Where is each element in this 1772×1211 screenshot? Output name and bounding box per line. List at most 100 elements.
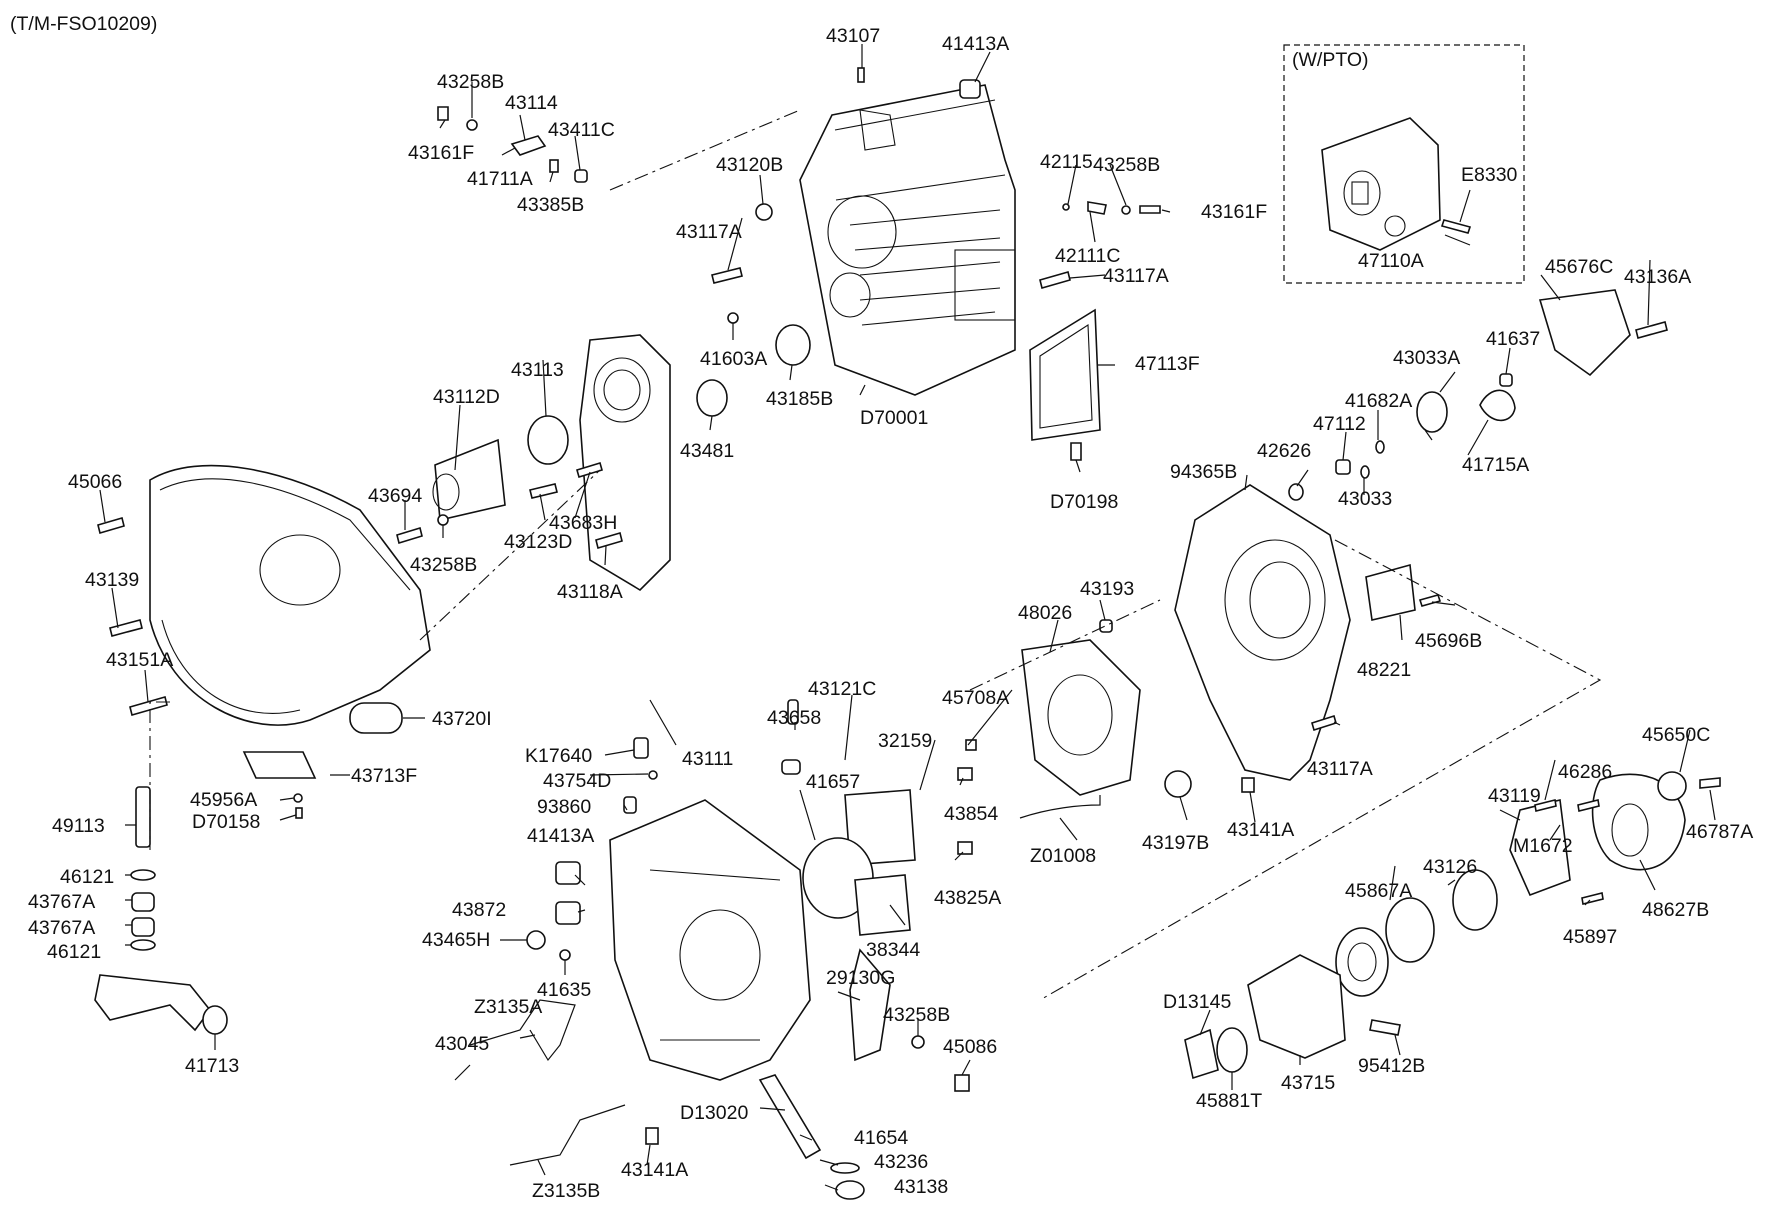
bolt-46787A-shape (1699, 777, 1721, 789)
assembly-line-c (1039, 539, 1602, 1001)
release-fork-shape (94, 974, 212, 1032)
retainer-cover-drawing (579, 334, 671, 592)
label-43107: 43107 (826, 25, 880, 47)
label-41713: 41713 (185, 1055, 239, 1077)
nut-D13145-shape (1184, 1028, 1219, 1080)
bolt-43161F-tr-shape (1139, 205, 1161, 214)
bolt-43117A-right-shape (1039, 271, 1071, 289)
label-M1672: M1672 (1513, 835, 1573, 857)
label-93860: 93860 (537, 796, 591, 818)
bolt-E8330-shape (1440, 219, 1472, 234)
label-46121-a: 46121 (60, 866, 114, 888)
bolt-43139-shape (109, 619, 143, 637)
label-43112D: 43112D (433, 386, 500, 408)
label-41715A: 41715A (1462, 454, 1529, 476)
bolt-43825A-shape (957, 841, 973, 855)
label-43113: 43113 (511, 359, 564, 381)
bolt-43136A-shape (1635, 321, 1668, 339)
label-41635: 41635 (537, 979, 591, 1001)
seal-43720I-shape (349, 702, 403, 734)
label-43121C: 43121C (808, 678, 876, 700)
plate-43713F-shape (242, 751, 317, 779)
bolt-45696B-shape (1418, 594, 1442, 607)
label-43126: 43126 (1423, 856, 1477, 878)
label-43481: 43481 (680, 440, 734, 462)
label-43141A-b: 43141A (621, 1159, 688, 1181)
bolt-43117A-left-shape (711, 267, 743, 284)
oring-43481-shape (696, 379, 728, 417)
assembly-line-b (149, 701, 170, 850)
label-48221: 48221 (1357, 659, 1411, 681)
label-47112: 47112 (1313, 413, 1366, 435)
plug-43121C-shape (781, 759, 801, 775)
ball-43754D-shape (648, 770, 658, 780)
nut-43465H-shape (526, 930, 546, 950)
label-K17640: K17640 (525, 745, 592, 767)
bolt-43161F-tl-shape (437, 106, 449, 121)
label-43114: 43114 (505, 92, 558, 114)
seal-43113-shape (527, 415, 569, 465)
bolt-D70158-shape (295, 807, 303, 819)
label-43136A: 43136A (1624, 266, 1691, 288)
bearing-45867A-shape (1335, 927, 1389, 997)
label-43123D: 43123D (504, 531, 572, 553)
diagram-code: (T/M-FSO10209) (10, 13, 157, 35)
label-43854: 43854 (944, 803, 998, 825)
plug-43120B-shape (755, 203, 773, 221)
pin-43141A-b-shape (645, 1127, 659, 1145)
clutch-housing-drawing (149, 464, 431, 726)
plug-43197B-shape (1164, 770, 1192, 798)
bolt-45066-shape (97, 516, 125, 535)
label-45086: 45086 (943, 1036, 997, 1058)
label-29130G: 29130G (826, 967, 895, 989)
bolt-43683H-shape (576, 461, 603, 479)
nut-43258B-bm-shape (911, 1035, 925, 1049)
cap-43138-shape (835, 1180, 865, 1200)
label-43658: 43658 (767, 707, 821, 729)
label-43754D: 43754D (543, 770, 611, 792)
ring-46121-b-shape (130, 939, 156, 951)
label-45676C: 45676C (1545, 256, 1613, 278)
label-43683H: 43683H (549, 512, 617, 534)
label-32159: 32159 (878, 730, 932, 752)
assembly-line-a (609, 109, 801, 191)
pto-box-outline (1283, 44, 1525, 284)
seal-45881T-shape (1216, 1027, 1248, 1073)
label-38344: 38344 (866, 939, 920, 961)
label-45066: 45066 (68, 471, 122, 493)
pto-unit-drawing (1321, 117, 1441, 251)
plug-93860-shape (623, 796, 637, 814)
label-D13020: D13020 (680, 1102, 748, 1124)
nut-47112-shape (1335, 459, 1351, 475)
pin-43658-shape (787, 699, 799, 725)
seal-M1672-ring-shape (1452, 869, 1498, 931)
bracket-49113-shape (135, 786, 151, 848)
label-41603A: 41603A (700, 348, 767, 370)
label-43151A: 43151A (106, 649, 173, 671)
label-45897: 45897 (1563, 926, 1617, 948)
label-48026: 48026 (1018, 602, 1072, 624)
gasket-47113F-shape (1029, 308, 1101, 441)
part-labels: 43107 41413A 43258B 43114 43411C 43161F … (28, 25, 1753, 1202)
bushing-43767A-b-shape (131, 917, 155, 937)
bolt-43118A-shape (595, 531, 623, 550)
label-D70198: D70198 (1050, 491, 1118, 513)
label-43411C: 43411C (548, 119, 615, 141)
label-43119: 43119 (1488, 785, 1541, 807)
label-43385B: 43385B (517, 194, 584, 216)
label-46787A: 46787A (1686, 821, 1753, 843)
label-43713F: 43713F (351, 765, 417, 787)
bolt-43119-shape (1534, 799, 1557, 812)
label-43236: 43236 (874, 1151, 928, 1173)
fitting-42111C-shape (1087, 201, 1107, 215)
pin-43107-shape (857, 67, 865, 83)
cover-48221-shape (1365, 563, 1416, 621)
label-41682A: 41682A (1345, 390, 1412, 412)
sensor-95412B-shape (1369, 1019, 1401, 1036)
label-41657: 41657 (806, 771, 860, 793)
label-D70158: D70158 (192, 811, 260, 833)
washer-43258B-tl-shape (466, 119, 478, 131)
label-43767A-b: 43767A (28, 917, 95, 939)
switch-K17640-shape (633, 737, 649, 759)
plate-45650C-shape (1657, 771, 1687, 801)
